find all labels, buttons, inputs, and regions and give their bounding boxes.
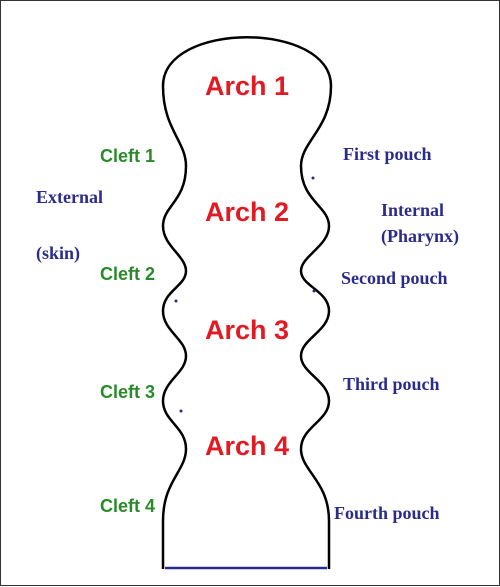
cleft-label: Cleft 1 [100, 146, 156, 166]
pouch-label: Second pouch [341, 268, 448, 288]
mark-dot [179, 409, 183, 413]
mark-dot [311, 176, 315, 180]
external-label: External [36, 187, 103, 207]
internal-label: Internal [381, 200, 444, 220]
mark-dot [174, 299, 178, 303]
arch-label: Arch 2 [205, 197, 290, 227]
external-sublabel: (skin) [36, 243, 81, 263]
pouch-label: Fourth pouch [334, 503, 440, 523]
arch-label: Arch 3 [205, 315, 290, 345]
pouch-label: First pouch [343, 144, 432, 164]
arches-contour [161, 36, 333, 569]
pouch-label: Third pouch [343, 374, 440, 394]
arch-label: Arch 1 [205, 71, 290, 101]
cleft-label: Cleft 4 [100, 496, 156, 516]
cleft-label: Cleft 3 [100, 382, 156, 402]
arch-label: Arch 4 [205, 431, 290, 461]
cleft-label: Cleft 2 [100, 264, 156, 284]
mark-dot [312, 289, 316, 293]
internal-sublabel: (Pharynx) [381, 226, 459, 246]
